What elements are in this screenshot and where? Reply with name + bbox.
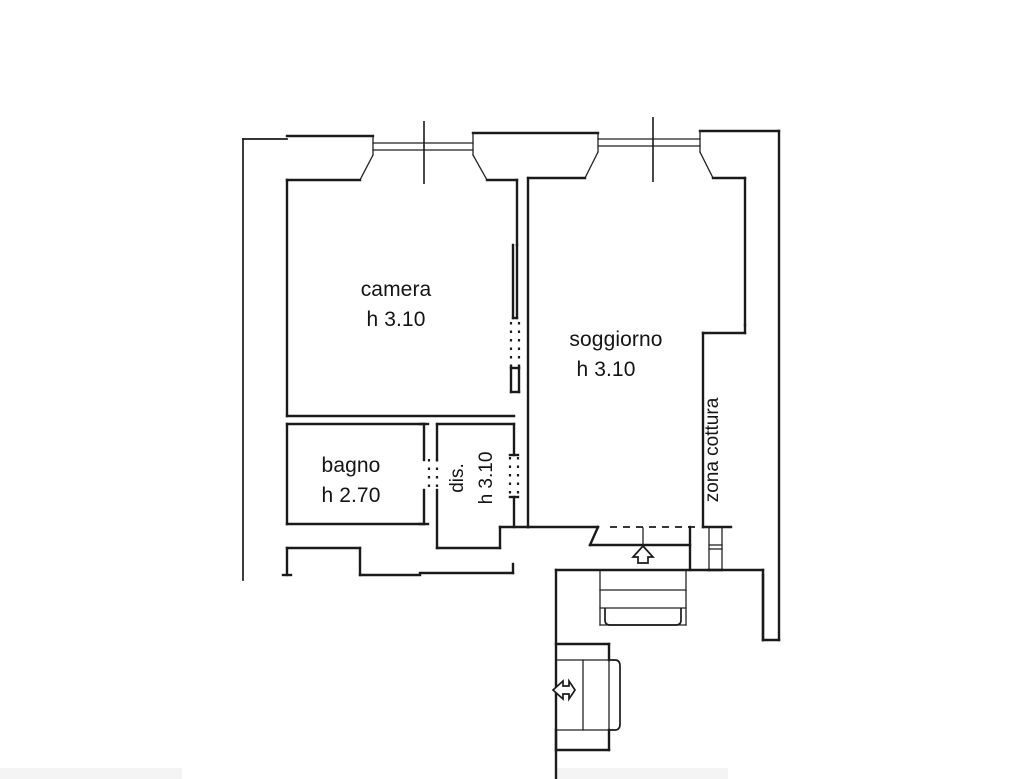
label-bagno-height: h 2.70 bbox=[322, 484, 381, 507]
balcony-lower-element bbox=[551, 642, 621, 779]
door-bagno-disimpegno bbox=[427, 459, 439, 492]
room-bagno-walls bbox=[285, 422, 430, 526]
room-camera-lower-jamb bbox=[509, 364, 521, 394]
label-zona-cottura: zona cottura bbox=[702, 397, 723, 502]
door-camera-soggiorno bbox=[509, 322, 521, 365]
bottom-faint-bands bbox=[0, 768, 728, 779]
label-disimpegno-height: h 3.10 bbox=[476, 452, 497, 505]
room-camera-walls bbox=[285, 178, 519, 418]
window-camera bbox=[359, 121, 488, 184]
label-soggiorno: soggiorno bbox=[569, 328, 662, 351]
label-disimpegno: dis. bbox=[447, 463, 468, 493]
label-camera-height: h 3.10 bbox=[367, 308, 426, 331]
room-disimpegno-walls bbox=[435, 422, 530, 550]
outer-left-boundary-wall bbox=[242, 138, 288, 581]
label-soggiorno-height: h 3.10 bbox=[577, 358, 636, 381]
label-camera: camera bbox=[361, 278, 432, 301]
lower-left-landing-outline bbox=[281, 546, 515, 577]
door-disimpegno-soggiorno bbox=[508, 457, 520, 496]
window-soggiorno bbox=[584, 117, 714, 182]
label-bagno: bagno bbox=[322, 454, 381, 477]
room-soggiorno-walls bbox=[526, 176, 747, 529]
